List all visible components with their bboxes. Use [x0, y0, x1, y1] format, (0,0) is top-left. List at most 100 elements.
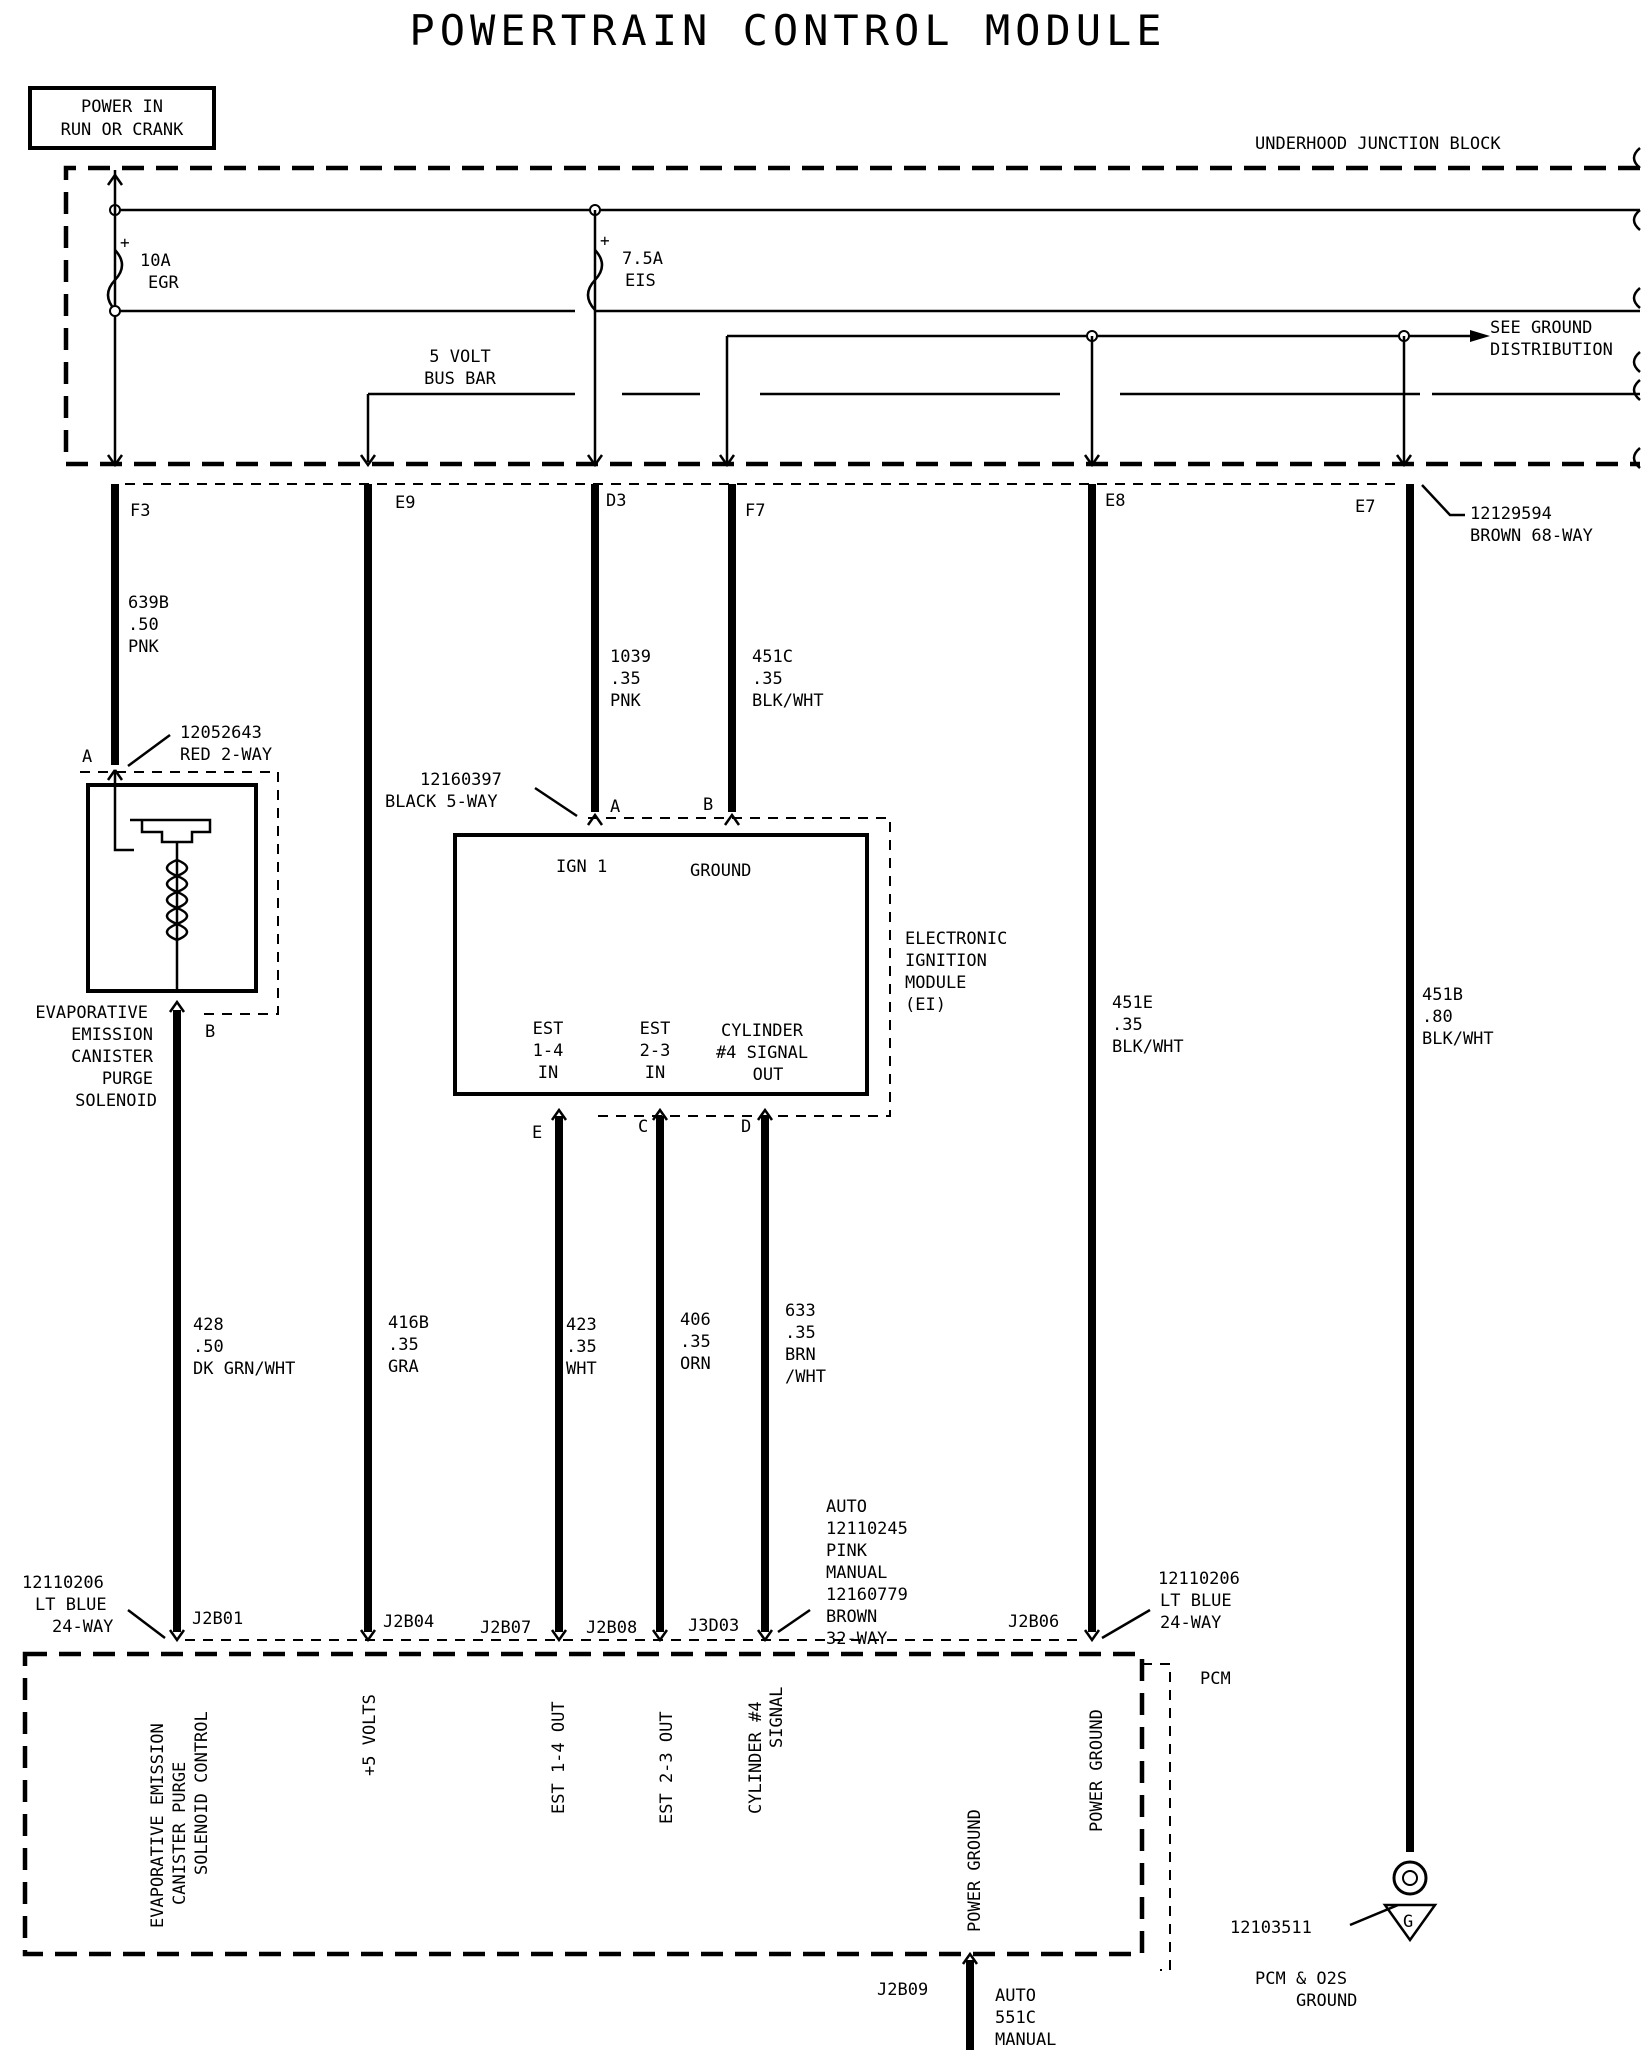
svg-text:E7: E7	[1355, 497, 1375, 517]
svg-text:551C: 551C	[995, 2008, 1036, 2028]
svg-text:BROWN: BROWN	[826, 1607, 877, 1627]
svg-text:24-WAY: 24-WAY	[52, 1617, 113, 1637]
svg-text:EGR: EGR	[148, 273, 179, 293]
svg-text:12110206: 12110206	[1158, 1569, 1240, 1589]
svg-text:EST: EST	[533, 1019, 564, 1039]
svg-text:AUTO: AUTO	[995, 1986, 1036, 2006]
pcm-box: PCM	[22, 1651, 1231, 1971]
svg-text:A: A	[610, 797, 620, 817]
svg-text:.35: .35	[610, 669, 641, 689]
svg-text:IN: IN	[645, 1063, 665, 1083]
junction-bus-lines	[115, 208, 1640, 462]
wire-551c: AUTO 551C MANUAL	[961, 1951, 1056, 2050]
svg-text:J2B09: J2B09	[877, 1980, 928, 2000]
svg-text:.50: .50	[128, 615, 159, 635]
svg-text:LT BLUE: LT BLUE	[35, 1595, 107, 1615]
pcm-connector-left-callout: 12110206 LT BLUE 24-WAY	[22, 1573, 166, 1639]
svg-text:GROUND: GROUND	[690, 861, 751, 881]
svg-text:12110245: 12110245	[826, 1519, 908, 1539]
svg-text:PNK: PNK	[610, 691, 641, 711]
svg-text:#4 SIGNAL: #4 SIGNAL	[716, 1043, 808, 1063]
svg-text:5 VOLT: 5 VOLT	[429, 347, 490, 367]
wire-416b: 416B .35 GRA	[364, 484, 429, 1632]
svg-text:WHT: WHT	[566, 1359, 597, 1379]
svg-text:PURGE: PURGE	[102, 1069, 153, 1089]
svg-text:.35: .35	[388, 1335, 419, 1355]
svg-text:SEE GROUND: SEE GROUND	[1490, 318, 1592, 338]
pcm-connector-right-callout: 12110206 LT BLUE 24-WAY	[1101, 1569, 1240, 1640]
svg-text:SOLENOID CONTROL: SOLENOID CONTROL	[192, 1711, 212, 1875]
ground-taps	[1086, 330, 1410, 462]
ujb-terminal-arrows	[106, 174, 1413, 468]
svg-text:MANUAL: MANUAL	[995, 2030, 1056, 2050]
svg-text:RED 2-WAY: RED 2-WAY	[180, 745, 272, 765]
svg-text:J2B06: J2B06	[1008, 1612, 1059, 1632]
svg-text:CYLINDER #4: CYLINDER #4	[746, 1701, 766, 1814]
svg-text:451B: 451B	[1422, 985, 1463, 1005]
svg-text:/WHT: /WHT	[785, 1367, 826, 1387]
svg-text:EIS: EIS	[625, 271, 656, 291]
svg-text:12160779: 12160779	[826, 1585, 908, 1605]
svg-text:BROWN 68-WAY: BROWN 68-WAY	[1470, 526, 1593, 546]
wire-451c: 451C .35 BLK/WHT	[728, 484, 824, 812]
svg-text:7.5A: 7.5A	[622, 249, 663, 269]
svg-text:451C: 451C	[752, 647, 793, 667]
svg-text:416B: 416B	[388, 1313, 429, 1333]
wire-1039: 1039 .35 PNK	[591, 484, 651, 812]
ujb-pin-labels: F3 E9 D3 F7 E8 E7	[130, 491, 1375, 521]
svg-text:+: +	[120, 233, 130, 252]
ei-module: 12160397 BLACK 5-WAY A B IGN 1 GROUND ES…	[385, 770, 1007, 1143]
svg-text:PNK: PNK	[128, 637, 159, 657]
svg-text:J2B08: J2B08	[586, 1618, 637, 1638]
svg-text:UNDERHOOD JUNCTION BLOCK: UNDERHOOD JUNCTION BLOCK	[1255, 134, 1501, 154]
pcm-pin-labels: J2B01 J2B04 J2B07 J2B08 J3D03 J2B06 J2B0…	[192, 1609, 1059, 2000]
svg-text:10A: 10A	[140, 251, 171, 271]
svg-text:MANUAL: MANUAL	[826, 1563, 887, 1583]
svg-text:IGNITION: IGNITION	[905, 951, 987, 971]
svg-text:428: 428	[193, 1315, 224, 1335]
svg-text:B: B	[703, 795, 713, 815]
svg-text:G: G	[1403, 1912, 1413, 1932]
svg-text:PCM & O2S: PCM & O2S	[1255, 1969, 1347, 1989]
svg-text:PINK: PINK	[826, 1541, 868, 1561]
svg-text:BLK/WHT: BLK/WHT	[752, 691, 824, 711]
svg-text:24-WAY: 24-WAY	[1160, 1613, 1221, 1633]
ujb-connector-callout: 12129594 BROWN 68-WAY	[1421, 484, 1593, 546]
svg-text:.80: .80	[1422, 1007, 1453, 1027]
svg-text:1039: 1039	[610, 647, 651, 667]
power-in-box: POWER IN RUN OR CRANK	[28, 86, 216, 150]
svg-text:CYLINDER: CYLINDER	[721, 1021, 804, 1041]
svg-text:POWER GROUND: POWER GROUND	[965, 1809, 985, 1932]
svg-text:PCM: PCM	[1200, 1669, 1231, 1689]
see-ground-distribution-label: SEE GROUND DISTRIBUTION	[1490, 318, 1613, 360]
wire-406: 406 .35 ORN	[656, 1116, 711, 1632]
svg-text:423: 423	[566, 1315, 597, 1335]
svg-text:BUS BAR: BUS BAR	[424, 369, 496, 389]
svg-text:1-4: 1-4	[533, 1041, 564, 1061]
svg-text:EST: EST	[640, 1019, 671, 1039]
wire-639b: 639B .50 PNK	[111, 484, 169, 765]
svg-text:J3D03: J3D03	[688, 1616, 739, 1636]
svg-text:E9: E9	[395, 493, 415, 513]
svg-text:CANISTER: CANISTER	[71, 1047, 154, 1067]
svg-text:EST 2-3 OUT: EST 2-3 OUT	[657, 1711, 677, 1824]
svg-text:GRA: GRA	[388, 1357, 419, 1377]
wire-451b: 451B .80 BLK/WHT	[1406, 484, 1494, 1852]
ground-g-symbol: G 12103511 PCM & O2S GROUND	[1230, 1860, 1438, 2011]
svg-text:E: E	[532, 1123, 542, 1143]
svg-text:.35: .35	[1112, 1015, 1143, 1035]
svg-text:J2B01: J2B01	[192, 1609, 243, 1629]
svg-text:J2B07: J2B07	[480, 1618, 531, 1638]
wire-451e: 451E .35 BLK/WHT	[1088, 484, 1184, 1632]
svg-text:633: 633	[785, 1301, 816, 1321]
svg-text:C: C	[638, 1117, 648, 1137]
wire-633: 633 .35 BRN /WHT	[761, 1116, 826, 1632]
svg-text:DISTRIBUTION: DISTRIBUTION	[1490, 340, 1613, 360]
svg-text:F7: F7	[745, 501, 765, 521]
pcm-internal-labels: EVAPORATIVE EMISSION CANISTER PURGE SOLE…	[148, 1687, 1107, 1932]
svg-text:12052643: 12052643	[180, 723, 262, 743]
svg-text:12103511: 12103511	[1230, 1918, 1312, 1938]
svg-text:B: B	[205, 1022, 215, 1042]
svg-text:639B: 639B	[128, 593, 169, 613]
svg-text:BLK/WHT: BLK/WHT	[1422, 1029, 1494, 1049]
